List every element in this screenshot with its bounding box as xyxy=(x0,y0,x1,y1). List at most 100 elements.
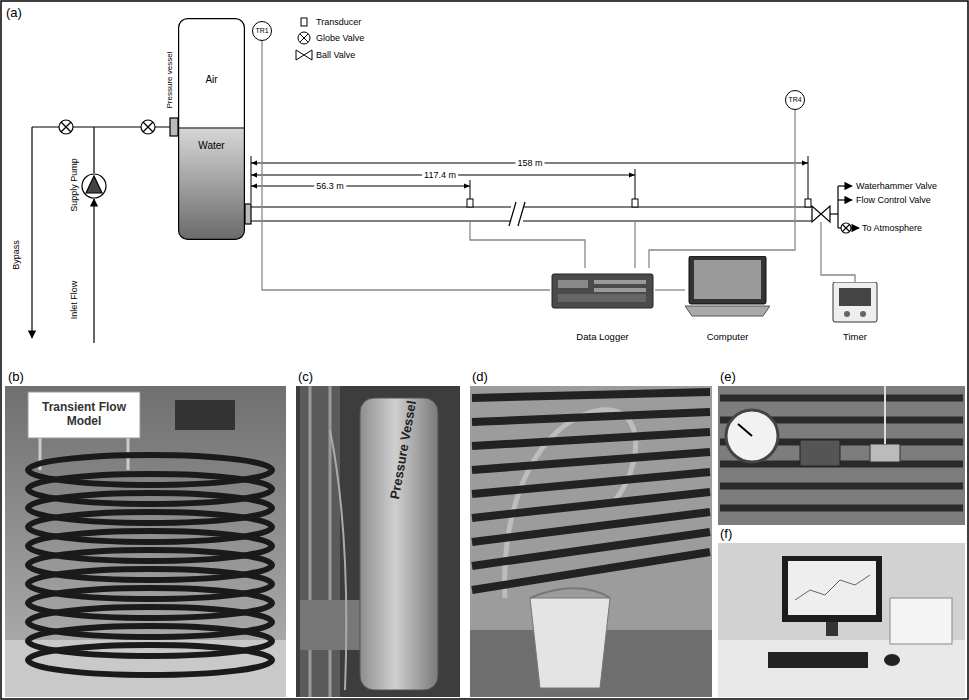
signal-cable xyxy=(821,222,855,282)
signal-cable xyxy=(634,221,635,268)
annotation-label: Flow Control Valve xyxy=(856,195,931,205)
computer-art xyxy=(689,256,766,304)
supply-pump xyxy=(82,174,106,198)
globe-valve xyxy=(59,120,155,134)
photo-f xyxy=(788,561,876,615)
dimension-line xyxy=(808,156,809,199)
globe-valve xyxy=(59,120,73,134)
annotation-label: To Atmosphere xyxy=(862,223,922,233)
data-logger-art xyxy=(558,294,646,302)
node-text: Water xyxy=(198,140,224,152)
signal-cable xyxy=(655,289,685,290)
photo-b xyxy=(5,386,286,697)
pressure-vessel-art xyxy=(179,19,245,240)
photo-f xyxy=(890,598,952,644)
photo-f xyxy=(718,640,965,697)
photo-f xyxy=(718,543,965,697)
photo-c xyxy=(300,600,360,650)
outlet-piping xyxy=(830,213,838,214)
legend-symbol xyxy=(300,34,308,42)
panel-letter: (b) xyxy=(8,370,24,385)
legend-symbol xyxy=(296,18,312,60)
legend-symbol xyxy=(304,50,312,60)
computer: Computer xyxy=(685,256,770,346)
flow-control-valve xyxy=(841,223,851,233)
inlet-piping xyxy=(93,199,94,343)
annotation-label: Supply Pump xyxy=(69,158,79,212)
inlet-piping xyxy=(31,127,32,338)
dimension-line xyxy=(635,169,636,199)
dimension-line xyxy=(470,180,471,199)
photo-c xyxy=(360,398,438,690)
legend-symbol xyxy=(300,34,308,42)
photo-c xyxy=(330,430,346,690)
signal-cable xyxy=(649,110,795,268)
annotation-label: Transient Flow Model xyxy=(34,401,134,429)
timer-art xyxy=(833,282,877,322)
data-logger-art xyxy=(558,280,588,288)
main-pipe xyxy=(509,202,516,226)
photo-f xyxy=(718,543,965,697)
main-pipe xyxy=(251,206,812,207)
computer-art xyxy=(694,260,761,299)
photo-d xyxy=(530,598,610,688)
transducer-symbol xyxy=(467,199,811,207)
timer-art xyxy=(839,288,871,306)
main-pipe xyxy=(251,220,812,221)
supply-pump xyxy=(86,176,102,193)
photo-c xyxy=(309,386,312,697)
outlet-piping xyxy=(838,185,852,186)
pipe-coil xyxy=(28,645,272,675)
pipe-run xyxy=(720,505,963,512)
data-logger-art xyxy=(594,280,646,284)
supply-pump xyxy=(82,174,106,198)
photo-c xyxy=(296,386,460,697)
node-text: TR4 xyxy=(788,96,801,104)
photo-e xyxy=(718,386,965,525)
pipe-run xyxy=(472,452,710,470)
timer-art xyxy=(844,311,850,317)
timer-art xyxy=(860,311,866,317)
dimension-line xyxy=(251,186,470,187)
photo-b xyxy=(28,392,140,438)
node-text: Data Logger xyxy=(576,332,628,343)
photo-f xyxy=(884,654,900,666)
main-pipe xyxy=(245,202,812,226)
timer: Timer xyxy=(825,282,885,346)
data-logger: Data Logger xyxy=(550,268,655,346)
panel-letter: (a) xyxy=(6,6,22,21)
flow-control-valve xyxy=(843,225,850,232)
photo-d xyxy=(470,386,712,697)
photo-f xyxy=(795,575,870,600)
photo-d xyxy=(470,386,712,697)
pressure-vessel-art xyxy=(178,18,245,240)
inlet-piping xyxy=(32,118,178,343)
outlet-piping xyxy=(837,186,838,228)
node-text: Air xyxy=(205,74,217,86)
transducer-tag: TR4 xyxy=(785,90,805,110)
photo-b xyxy=(5,386,286,697)
annotation-label: 117.4 m xyxy=(422,170,458,180)
node-text: Timer xyxy=(843,332,867,343)
pipe-run xyxy=(720,395,963,402)
signal-cable xyxy=(470,221,585,268)
panel-letter: (e) xyxy=(720,370,736,385)
gauge-needle xyxy=(738,424,752,436)
ball-valve xyxy=(812,206,830,222)
main-pipe xyxy=(518,202,525,226)
panel-letter: (f) xyxy=(720,527,732,542)
transducer-symbol xyxy=(467,199,473,207)
cable xyxy=(884,386,886,444)
pipe-run xyxy=(472,472,710,494)
valve-body xyxy=(800,440,840,466)
node-text: Computer xyxy=(707,332,749,343)
node-text: TR1 xyxy=(255,27,268,35)
legend-text: Transducer xyxy=(316,17,361,27)
outlet-piping xyxy=(830,186,859,228)
annotation-label: Bypass xyxy=(11,240,21,270)
